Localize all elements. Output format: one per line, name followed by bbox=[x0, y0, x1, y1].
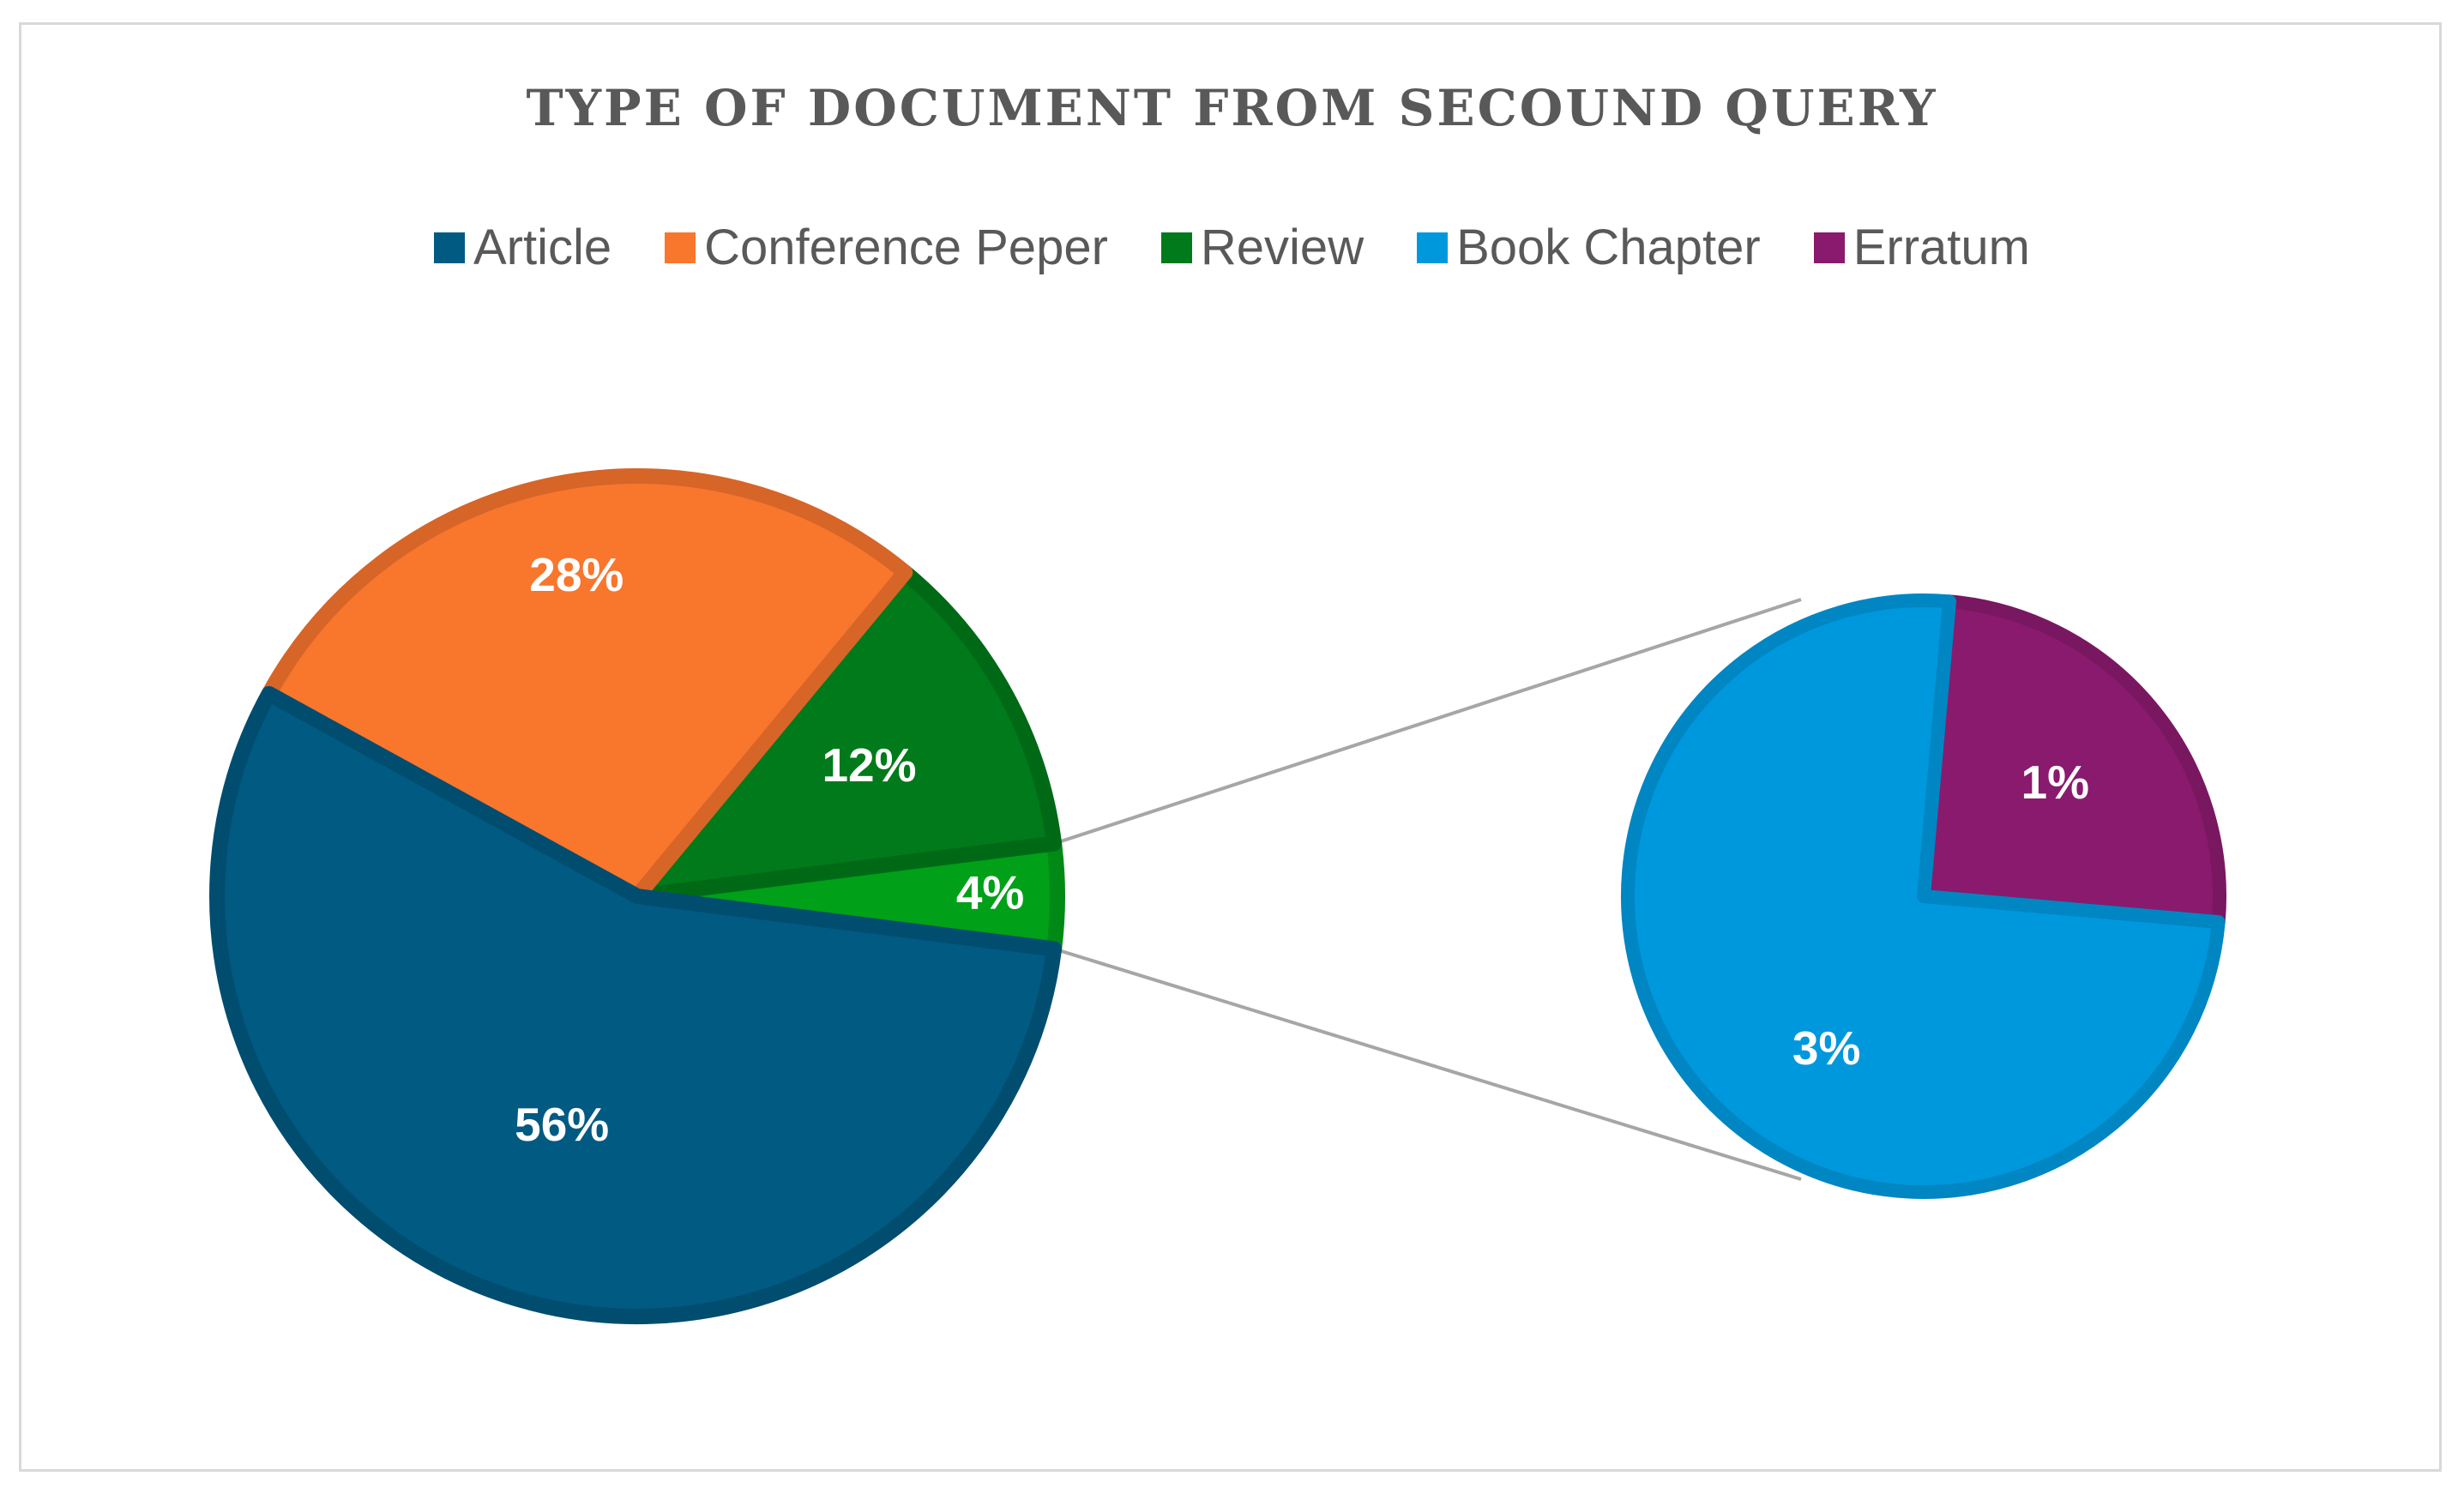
connector-line-top bbox=[1053, 598, 1802, 846]
slice-erratum bbox=[1917, 594, 2227, 930]
slice-book-chapter bbox=[1621, 593, 2226, 1199]
legend-swatch-book-chapter bbox=[1417, 232, 1449, 263]
legend-label-book-chapter: Book Chapter bbox=[1456, 220, 1761, 275]
legend-swatch-erratum bbox=[1813, 232, 1845, 263]
connector-line-bottom bbox=[1053, 947, 1802, 1181]
slice-article bbox=[209, 685, 1063, 1324]
legend-swatch-conference-paper bbox=[665, 232, 696, 263]
data-label-conference-peper: 28% bbox=[529, 548, 624, 601]
data-label-book-chapter: 3% bbox=[1792, 1021, 1861, 1075]
chart-title: TYPE OF DOCUMENT FROM SECOUND QUERY bbox=[526, 79, 1938, 137]
legend-item-erratum: Erratum bbox=[1813, 219, 2030, 276]
slice-conference-peper bbox=[261, 468, 913, 904]
legend: Article Conference Peper Review Book Cha… bbox=[0, 219, 2464, 276]
legend-label-article: Article bbox=[473, 220, 612, 275]
legend-item-conference-paper: Conference Peper bbox=[665, 219, 1108, 276]
legend-swatch-article bbox=[434, 232, 465, 263]
legend-item-article: Article bbox=[434, 219, 611, 276]
data-label-review: 12% bbox=[822, 738, 916, 792]
legend-swatch-review bbox=[1160, 232, 1192, 263]
legend-item-book-chapter: Book Chapter bbox=[1417, 219, 1761, 276]
main-pie bbox=[209, 468, 1065, 1324]
data-labels: 4% 12% 28% 56% 1% 3% bbox=[515, 548, 2089, 1151]
legend-label-conference-paper: Conference Peper bbox=[704, 220, 1108, 275]
data-label-article: 56% bbox=[515, 1098, 609, 1151]
secondary-pie bbox=[1621, 593, 2227, 1199]
legend-label-review: Review bbox=[1200, 220, 1365, 275]
slice-review bbox=[630, 564, 1063, 904]
connector-lines bbox=[1053, 598, 1802, 1181]
legend-item-review: Review bbox=[1160, 219, 1365, 276]
legend-label-erratum: Erratum bbox=[1853, 220, 2030, 275]
data-label-other: 4% bbox=[956, 866, 1025, 919]
data-label-erratum: 1% bbox=[2021, 756, 2090, 809]
